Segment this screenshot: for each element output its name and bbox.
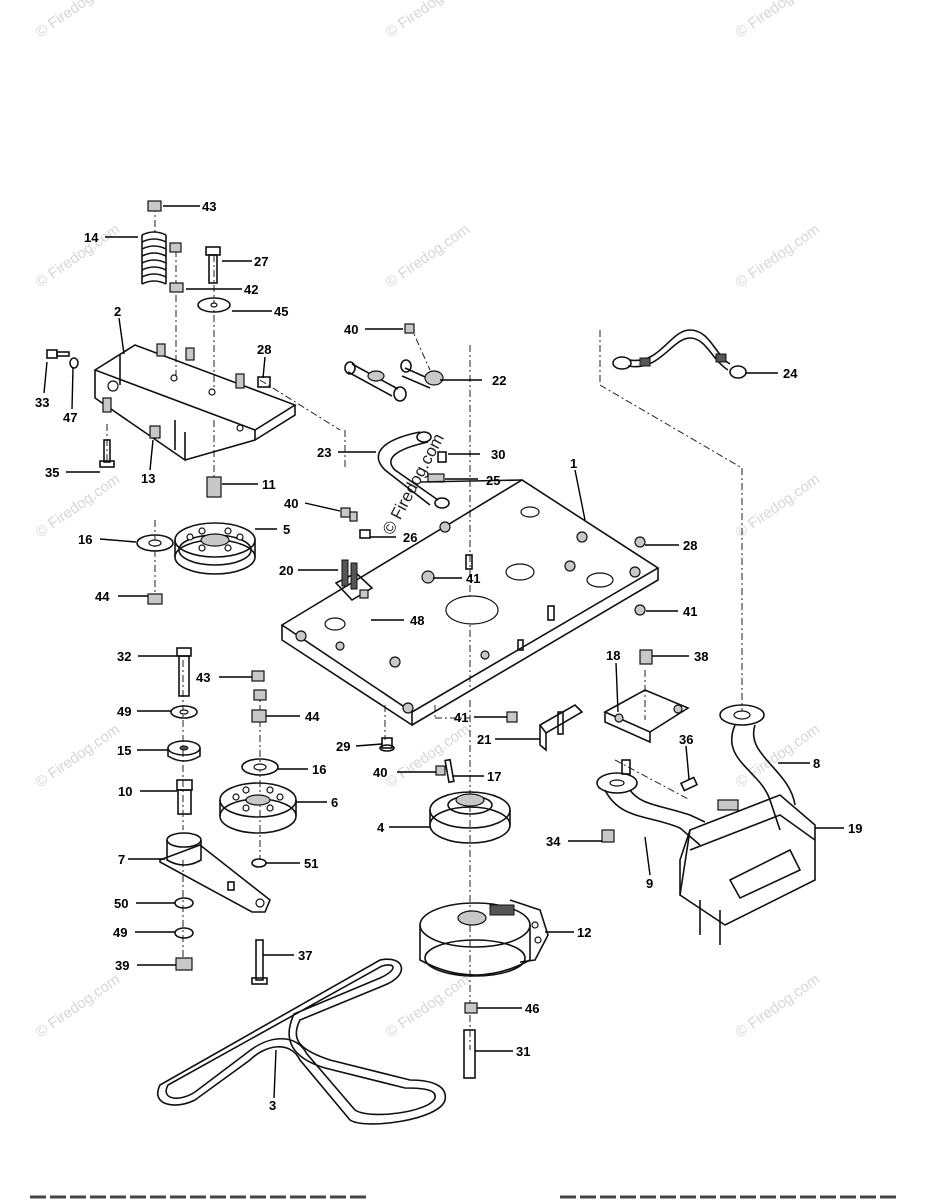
callout-6: 6: [331, 795, 338, 810]
muffler-bracket: [603, 649, 699, 792]
callout-39: 39: [115, 958, 129, 973]
callout-47: 47: [63, 410, 77, 425]
watermark: © Firedog.com: [383, 971, 474, 1041]
watermark: © Firedog.com: [383, 721, 474, 791]
watermark: © Firedog.com: [733, 0, 824, 41]
drive-pulley: [429, 791, 511, 844]
callout-50: 50: [114, 896, 128, 911]
callout-26: 26: [403, 530, 417, 545]
callout-42: 42: [244, 282, 258, 297]
callout-32: 32: [117, 649, 131, 664]
callout-16: 16: [312, 762, 326, 777]
switch-part: [334, 559, 374, 602]
callout-11: 11: [262, 477, 276, 492]
callout-16: 16: [78, 532, 92, 547]
callout-12: 12: [577, 925, 591, 940]
callout-33: 33: [35, 395, 49, 410]
callout-1: 1: [570, 456, 577, 471]
leader-lines: [43, 205, 844, 1099]
callout-48: 48: [410, 613, 424, 628]
callout-23: 23: [317, 445, 331, 460]
watermark: © Firedog.com: [383, 0, 474, 41]
callout-24: 24: [783, 366, 798, 381]
callout-19: 19: [848, 821, 862, 836]
callout-40: 40: [373, 765, 387, 780]
callout-43: 43: [202, 199, 216, 214]
callout-37: 37: [298, 948, 312, 963]
watermark: © Firedog.com: [33, 471, 124, 541]
callout-18: 18: [606, 648, 620, 663]
callout-3: 3: [269, 1098, 276, 1113]
callout-36: 36: [679, 732, 693, 747]
drive-belt: [157, 958, 446, 1125]
callout-40: 40: [344, 322, 358, 337]
callout-20: 20: [279, 563, 293, 578]
callout-2: 2: [114, 304, 121, 319]
watermark: © Firedog.com: [33, 221, 124, 291]
callout-51: 51: [304, 856, 318, 871]
callout-28: 28: [683, 538, 697, 553]
watermark: © Firedog.com: [733, 471, 824, 541]
callout-43: 43: [196, 670, 210, 685]
electric-clutch: [419, 899, 549, 1079]
callout-34: 34: [546, 834, 561, 849]
callout-8: 8: [813, 756, 820, 771]
idler-pulley-upper: [136, 522, 256, 605]
callout-15: 15: [117, 743, 131, 758]
callout-41: 41: [454, 710, 468, 725]
main-deck-plate: [280, 479, 660, 727]
callout-44: 44: [305, 709, 320, 724]
watermark: © Firedog.com: [733, 971, 824, 1041]
callout-41: 41: [466, 571, 480, 586]
callout-9: 9: [646, 876, 653, 891]
callout-7: 7: [118, 852, 125, 867]
assembly-lines: [106, 205, 743, 1050]
idler-arm-stack: [159, 647, 271, 971]
callout-49: 49: [113, 925, 127, 940]
callout-45: 45: [274, 304, 288, 319]
callout-labels: 43 14 27 42 45 2 28 33 47 35 13 11 40 22…: [35, 199, 862, 1113]
callout-31: 31: [516, 1044, 530, 1059]
callout-22: 22: [492, 373, 506, 388]
mounting-bracket: [46, 343, 297, 498]
callout-46: 46: [525, 1001, 539, 1016]
watermark: © Firedog.com: [733, 721, 824, 791]
callout-17: 17: [487, 769, 501, 784]
callout-40: 40: [284, 496, 298, 511]
callout-41: 41: [683, 604, 697, 619]
watermark: © Firedog.com: [733, 221, 824, 291]
small-bracket: [538, 704, 584, 752]
callout-29: 29: [336, 739, 350, 754]
callout-28: 28: [257, 342, 271, 357]
callout-38: 38: [694, 649, 708, 664]
callout-5: 5: [283, 522, 290, 537]
callout-30: 30: [491, 447, 505, 462]
callout-21: 21: [477, 732, 491, 747]
watermark: © Firedog.com: [383, 221, 474, 291]
hose-fittings: [340, 323, 450, 539]
callout-14: 14: [84, 230, 99, 245]
watermark: © Firedog.com: [33, 721, 124, 791]
idler-pulley-lower: [219, 670, 297, 985]
callout-4: 4: [377, 820, 385, 835]
callout-10: 10: [118, 784, 132, 799]
callout-35: 35: [45, 465, 59, 480]
callout-25: 25: [486, 473, 500, 488]
muffler-assembly: [596, 704, 816, 945]
callout-13: 13: [141, 471, 155, 486]
watermark: © Firedog.com: [33, 0, 124, 41]
callout-49: 49: [117, 704, 131, 719]
spring-part: [141, 200, 231, 313]
callout-27: 27: [254, 254, 268, 269]
watermark: © Firedog.com: [33, 971, 124, 1041]
watermark-layer: © Firedog.com © Firedog.com © Firedog.co…: [33, 0, 824, 1041]
callout-44: 44: [95, 589, 110, 604]
ground-cable: [612, 329, 747, 379]
